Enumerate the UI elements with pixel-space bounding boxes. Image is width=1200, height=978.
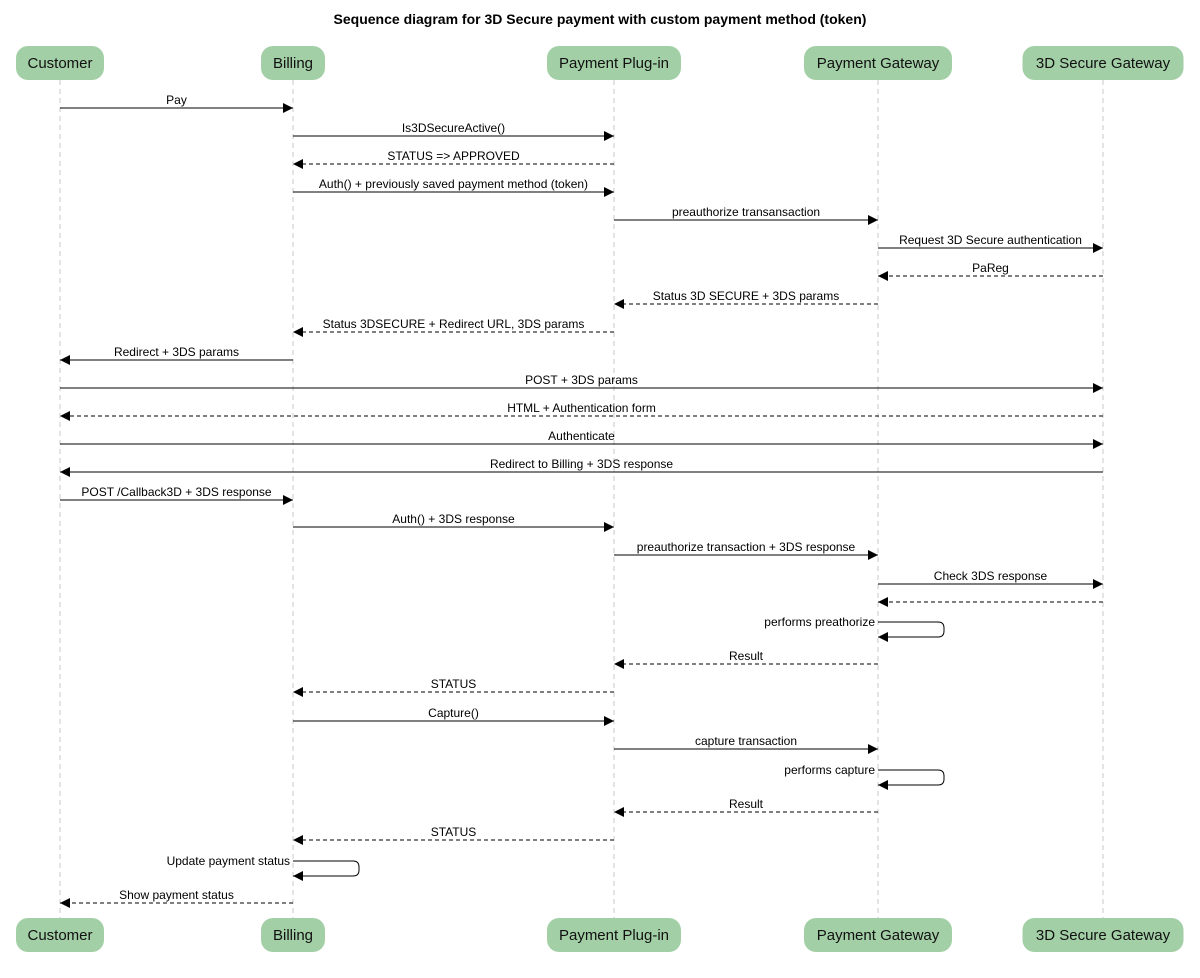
message-6: Request 3D Secure authentication <box>878 233 1103 253</box>
message-label: Request 3D Secure authentication <box>899 233 1082 247</box>
self-message-arrow <box>878 769 945 790</box>
participant-billing-bottom: Billing <box>261 918 325 952</box>
participant-gateway-bottom: Payment Gateway <box>804 918 952 952</box>
message-14: Redirect to Billing + 3DS response <box>60 457 1103 477</box>
participant-box <box>1022 46 1184 80</box>
message-label: POST + 3DS params <box>525 373 638 387</box>
message-label: preauthorize transaction + 3DS response <box>637 540 856 554</box>
message-label: Update payment status <box>167 854 290 868</box>
self-message-arrow <box>878 621 945 642</box>
message-label: Show payment status <box>119 888 234 902</box>
message-4: Auth() + previously saved payment method… <box>293 177 614 197</box>
self-message-arrow <box>293 860 360 881</box>
message-label: Pay <box>166 93 187 107</box>
participant-customer-top: Customer <box>16 46 104 80</box>
message-7: PaReg <box>878 261 1103 281</box>
message-label: preauthorize transansaction <box>672 205 820 219</box>
message-label: performs capture <box>784 763 875 777</box>
participant-label: Billing <box>273 55 313 72</box>
message-label: performs preathorize <box>764 615 875 629</box>
message-23: Capture() <box>293 706 614 726</box>
participant-label: Payment Plug-in <box>559 927 669 944</box>
message-label: Capture() <box>428 706 479 720</box>
message-label: STATUS <box>431 677 477 691</box>
message-3: STATUS => APPROVED <box>293 149 614 169</box>
participant-label: 3D Secure Gateway <box>1036 55 1171 72</box>
message-label: capture transaction <box>695 734 797 748</box>
message-label: Redirect to Billing + 3DS response <box>490 457 673 471</box>
message-9: Status 3DSECURE + Redirect URL, 3DS para… <box>293 317 614 337</box>
participant-box <box>261 918 325 952</box>
message-28: Update payment status <box>167 854 360 881</box>
message-8: Status 3D SECURE + 3DS params <box>614 289 878 309</box>
participant-secure-top: 3D Secure Gateway <box>1022 46 1184 80</box>
message-20: performs preathorize <box>764 615 945 642</box>
message-label: STATUS <box>431 825 477 839</box>
message-1: Pay <box>60 93 293 113</box>
participant-label: Payment Gateway <box>817 55 940 72</box>
message-label: Status 3D SECURE + 3DS params <box>653 289 839 303</box>
message-5: preauthorize transansaction <box>614 205 878 225</box>
message-18: Check 3DS response <box>878 569 1103 589</box>
message-label: PaReg <box>972 261 1009 275</box>
participant-box <box>261 46 325 80</box>
message-label: Is3DSecureActive() <box>402 121 505 135</box>
message-26: Result <box>614 797 878 817</box>
participant-secure-bottom: 3D Secure Gateway <box>1022 918 1184 952</box>
participant-label: Customer <box>27 927 92 944</box>
message-21: Result <box>614 649 878 669</box>
message-24: capture transaction <box>614 734 878 754</box>
message-label: Auth() + previously saved payment method… <box>319 177 588 191</box>
participant-box <box>1022 918 1184 952</box>
participant-plugin-top: Payment Plug-in <box>547 46 681 80</box>
message-label: Redirect + 3DS params <box>114 345 239 359</box>
diagram-title: Sequence diagram for 3D Secure payment w… <box>334 11 867 27</box>
participant-label: Payment Gateway <box>817 927 940 944</box>
participant-billing-top: Billing <box>261 46 325 80</box>
participant-customer-bottom: Customer <box>16 918 104 952</box>
participant-label: Billing <box>273 927 313 944</box>
message-2: Is3DSecureActive() <box>293 121 614 141</box>
message-label: POST /Callback3D + 3DS response <box>81 485 272 499</box>
message-label: Authenticate <box>548 429 615 443</box>
participant-box <box>547 918 681 952</box>
message-25: performs capture <box>784 763 945 790</box>
participant-box <box>547 46 681 80</box>
message-12: HTML + Authentication form <box>60 401 1103 421</box>
message-27: STATUS <box>293 825 614 845</box>
message-label: Check 3DS response <box>934 569 1048 583</box>
message-11: POST + 3DS params <box>60 373 1103 393</box>
participant-gateway-top: Payment Gateway <box>804 46 952 80</box>
participant-label: Customer <box>27 55 92 72</box>
message-label: Auth() + 3DS response <box>392 512 515 526</box>
participant-plugin-bottom: Payment Plug-in <box>547 918 681 952</box>
participant-box <box>16 46 104 80</box>
message-13: Authenticate <box>60 429 1103 449</box>
message-22: STATUS <box>293 677 614 697</box>
participant-box <box>804 46 952 80</box>
message-label: Status 3DSECURE + Redirect URL, 3DS para… <box>323 317 585 331</box>
participant-label: 3D Secure Gateway <box>1036 927 1171 944</box>
message-label: Result <box>729 649 764 663</box>
participant-box <box>16 918 104 952</box>
message-label: Result <box>729 797 764 811</box>
participant-label: Payment Plug-in <box>559 55 669 72</box>
message-label: HTML + Authentication form <box>507 401 656 415</box>
message-label: STATUS => APPROVED <box>387 149 520 163</box>
message-16: Auth() + 3DS response <box>293 512 614 532</box>
message-15: POST /Callback3D + 3DS response <box>60 485 293 505</box>
message-29: Show payment status <box>60 888 293 908</box>
message-17: preauthorize transaction + 3DS response <box>614 540 878 560</box>
message-10: Redirect + 3DS params <box>60 345 293 365</box>
participant-box <box>804 918 952 952</box>
